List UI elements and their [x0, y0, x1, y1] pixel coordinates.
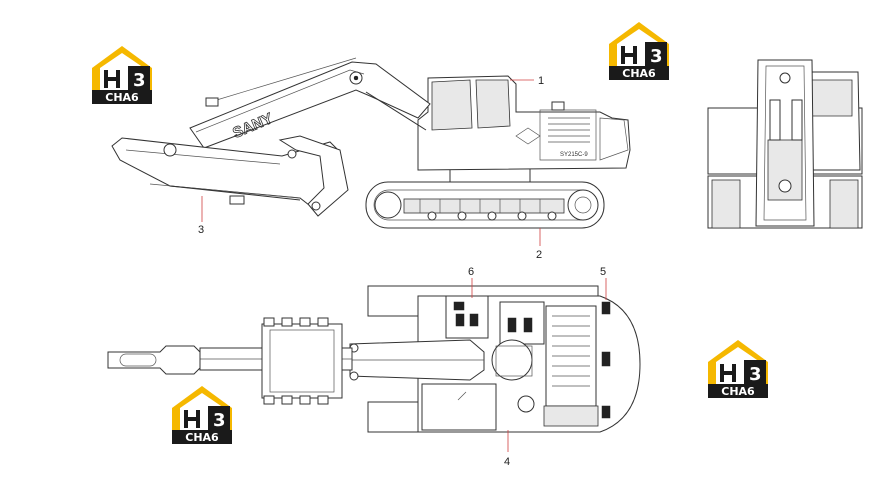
- callout-1: 1: [510, 75, 544, 87]
- callout-2: 2: [536, 228, 542, 261]
- callout-label: 5: [600, 266, 606, 278]
- model-plate: SY215C-9: [560, 152, 588, 158]
- callout-label: 2: [536, 249, 542, 261]
- watermark-logo-bottom-right: 3 CHA6: [708, 340, 768, 398]
- side-view: SY215C-9 SANY: [111, 57, 631, 229]
- side-arm: [111, 135, 349, 217]
- logo-word: CHA6: [622, 67, 656, 80]
- side-boom: SANY: [189, 57, 431, 149]
- side-track: [365, 181, 605, 229]
- callout-3: 3: [198, 196, 204, 236]
- watermark-logo-bottom-left: 3 CHA6: [172, 386, 232, 444]
- callout-label: 4: [504, 456, 510, 468]
- front-view: [707, 59, 863, 229]
- callout-label: 3: [198, 224, 204, 236]
- logo-word: CHA6: [105, 91, 139, 104]
- callout-6: 6: [468, 266, 474, 298]
- callout-5: 5: [600, 266, 607, 300]
- callout-label: 6: [468, 266, 474, 278]
- top-view: [107, 285, 641, 433]
- callout-4: 4: [504, 430, 510, 468]
- logo-digit: 3: [213, 410, 226, 431]
- side-upper-body: SY215C-9: [417, 75, 631, 171]
- logo-digit: 3: [133, 70, 146, 91]
- watermark-logo-top-right: 3 CHA6: [609, 22, 669, 80]
- callout-label: 1: [538, 75, 544, 87]
- logo-word: CHA6: [185, 431, 219, 444]
- logo-word: CHA6: [721, 385, 755, 398]
- watermark-logo-top-left: 3 CHA6: [92, 46, 152, 104]
- logo-digit: 3: [749, 364, 762, 385]
- logo-digit: 3: [650, 46, 663, 67]
